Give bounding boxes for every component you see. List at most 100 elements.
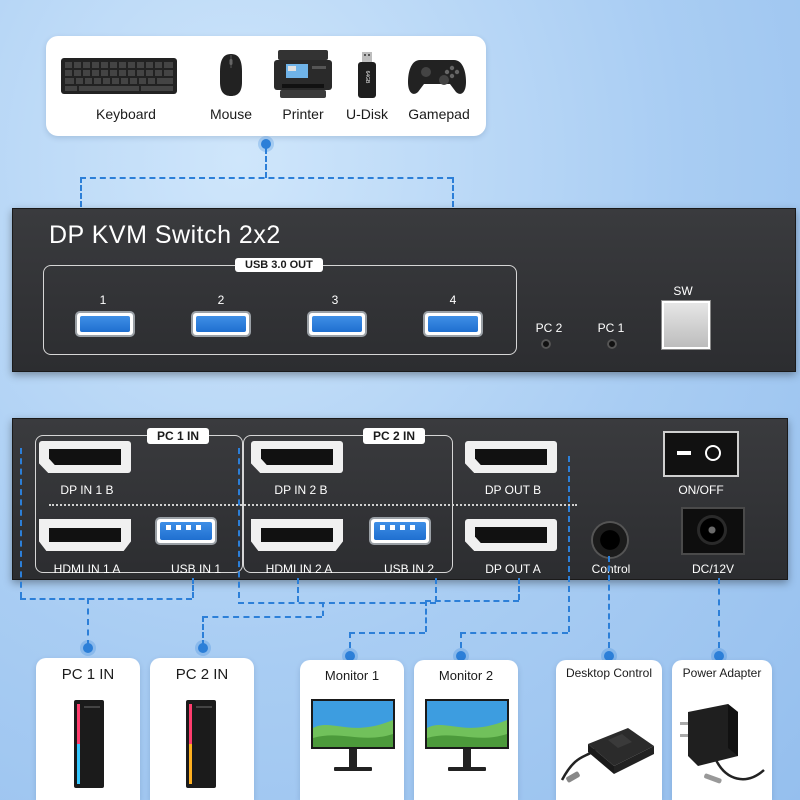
usb-port-number-1: 1 — [99, 293, 107, 307]
monitor-icon — [425, 699, 509, 771]
pc-tower-icon — [74, 700, 104, 788]
connector-line — [435, 578, 437, 602]
connector-line — [460, 632, 462, 648]
connector-dot-control — [604, 651, 614, 661]
connector-line — [20, 448, 22, 598]
power-off-symbol-icon — [677, 451, 691, 455]
keyboard-icon — [61, 58, 177, 94]
dc-jack[interactable] — [683, 509, 743, 553]
switch-label: SW — [673, 284, 693, 298]
power-on-symbol-icon — [705, 445, 721, 461]
device-card-power-adapter: Power Adapter — [672, 660, 772, 800]
peripheral-label-printer: Printer — [282, 106, 324, 122]
dp-out-a-label: DP OUT A — [485, 562, 541, 576]
power-adapter-icon — [680, 704, 765, 784]
device-label-monitor2: Monitor 2 — [438, 668, 494, 683]
switch-button[interactable] — [662, 301, 710, 349]
usb-port-number-2: 2 — [217, 293, 225, 307]
power-switch[interactable] — [663, 431, 739, 477]
control-label: Control — [591, 562, 631, 576]
connector-line — [322, 602, 324, 616]
usb-in-2-label: USB IN 2 — [383, 562, 434, 576]
usb-in-1-label: USB IN 1 — [170, 562, 221, 576]
hdmi-in-2a-port[interactable] — [251, 519, 343, 551]
connector-line — [608, 556, 610, 648]
led-pc1 — [607, 339, 617, 349]
connector-line — [87, 598, 89, 646]
dp-in-1b-port[interactable] — [39, 441, 131, 473]
usb-out-port-3[interactable] — [309, 313, 365, 335]
usb-in-2-port[interactable] — [371, 519, 429, 543]
connector-line — [568, 456, 570, 632]
device-card-desktop-control: Desktop Control — [556, 660, 662, 800]
device-label-desktop-control: Desktop Control — [565, 666, 653, 680]
device-title: DP KVM Switch 2x2 — [49, 221, 281, 249]
dc-label: DC/12V — [691, 562, 735, 576]
monitor-icon — [311, 699, 395, 771]
connector-line — [460, 632, 568, 634]
printer-icon — [274, 50, 332, 98]
connector-dot-peripherals — [261, 139, 271, 149]
connector-line — [202, 616, 322, 618]
connector-dot-monitor1 — [345, 651, 355, 661]
usb-drive-icon — [358, 52, 376, 98]
desktop-controller-icon — [560, 728, 654, 783]
connector-line — [238, 448, 240, 598]
connector-line — [297, 578, 299, 602]
connector-line — [718, 578, 720, 648]
connector-line — [202, 616, 204, 646]
connector-dot-power — [714, 651, 724, 661]
dp-out-b-label: DP OUT B — [484, 483, 542, 497]
power-switch-label: ON/OFF — [678, 483, 724, 497]
hdmi-in-1a-port[interactable] — [39, 519, 131, 551]
dp-in-1b-label: DP IN 1 B — [60, 483, 114, 497]
peripheral-label-mouse: Mouse — [209, 106, 253, 122]
led-label-pc2: PC 2 — [535, 321, 563, 335]
dp-in-2b-port[interactable] — [251, 441, 343, 473]
usb-out-port-2[interactable] — [193, 313, 249, 335]
device-card-monitor1: Monitor 1 — [300, 660, 404, 800]
pc1-group-label: PC 1 IN — [147, 428, 210, 444]
peripheral-label-udisk: U-Disk — [346, 106, 388, 122]
dp-in-2b-label: DP IN 2 B — [274, 483, 328, 497]
device-label-pc1: PC 1 IN — [61, 666, 115, 683]
device-card-pc2: PC 2 IN — [150, 658, 254, 800]
gamepad-icon — [408, 60, 466, 94]
pc2-group-label: PC 2 IN — [363, 428, 426, 444]
usb-port-number-3: 3 — [331, 293, 339, 307]
dp-out-b-port[interactable] — [465, 441, 557, 473]
usb-port-number-4: 4 — [449, 293, 457, 307]
pc-tower-icon — [186, 700, 216, 788]
dc-jack-hole — [697, 515, 727, 545]
peripherals-card: Keyboard Mouse Printer 64GB U-Disk Gamep… — [46, 36, 486, 136]
peripheral-label-keyboard: Keyboard — [96, 106, 156, 122]
dp-out-a-port[interactable] — [465, 519, 557, 551]
connector-line — [425, 600, 519, 602]
peripheral-label-gamepad: Gamepad — [408, 106, 470, 122]
connector-dot-pc1 — [83, 643, 93, 653]
connector-line — [518, 578, 520, 600]
hdmi-in-1a-label: HDMI IN 1 A — [53, 562, 121, 576]
connector-line — [20, 598, 192, 600]
divider — [49, 504, 577, 506]
connector-line — [265, 148, 267, 178]
connector-line — [192, 578, 194, 598]
usb-out-label: USB 3.0 OUT — [235, 258, 323, 272]
usb-out-port-1[interactable] — [77, 313, 133, 335]
usb-drive-capacity: 64GB — [364, 70, 370, 84]
connector-dot-monitor2 — [456, 651, 466, 661]
led-pc2 — [541, 339, 551, 349]
front-panel: DP KVM Switch 2x2 USB 3.0 OUT 1 2 3 4 PC… — [12, 208, 796, 372]
connector-line — [80, 177, 82, 207]
rear-panel: PC 1 IN PC 2 IN DP IN 1 B DP IN 2 B DP O… — [12, 418, 788, 580]
connector-line — [238, 602, 436, 604]
control-jack[interactable] — [593, 523, 627, 557]
connector-line — [349, 632, 425, 634]
device-label-pc2: PC 2 IN — [175, 666, 229, 683]
usb-in-1-port[interactable] — [157, 519, 215, 543]
device-label-power-adapter: Power Adapter — [682, 666, 762, 680]
device-card-pc1: PC 1 IN — [36, 658, 140, 800]
connector-line — [425, 600, 427, 632]
usb-out-port-4[interactable] — [425, 313, 481, 335]
connector-dot-pc2 — [198, 643, 208, 653]
